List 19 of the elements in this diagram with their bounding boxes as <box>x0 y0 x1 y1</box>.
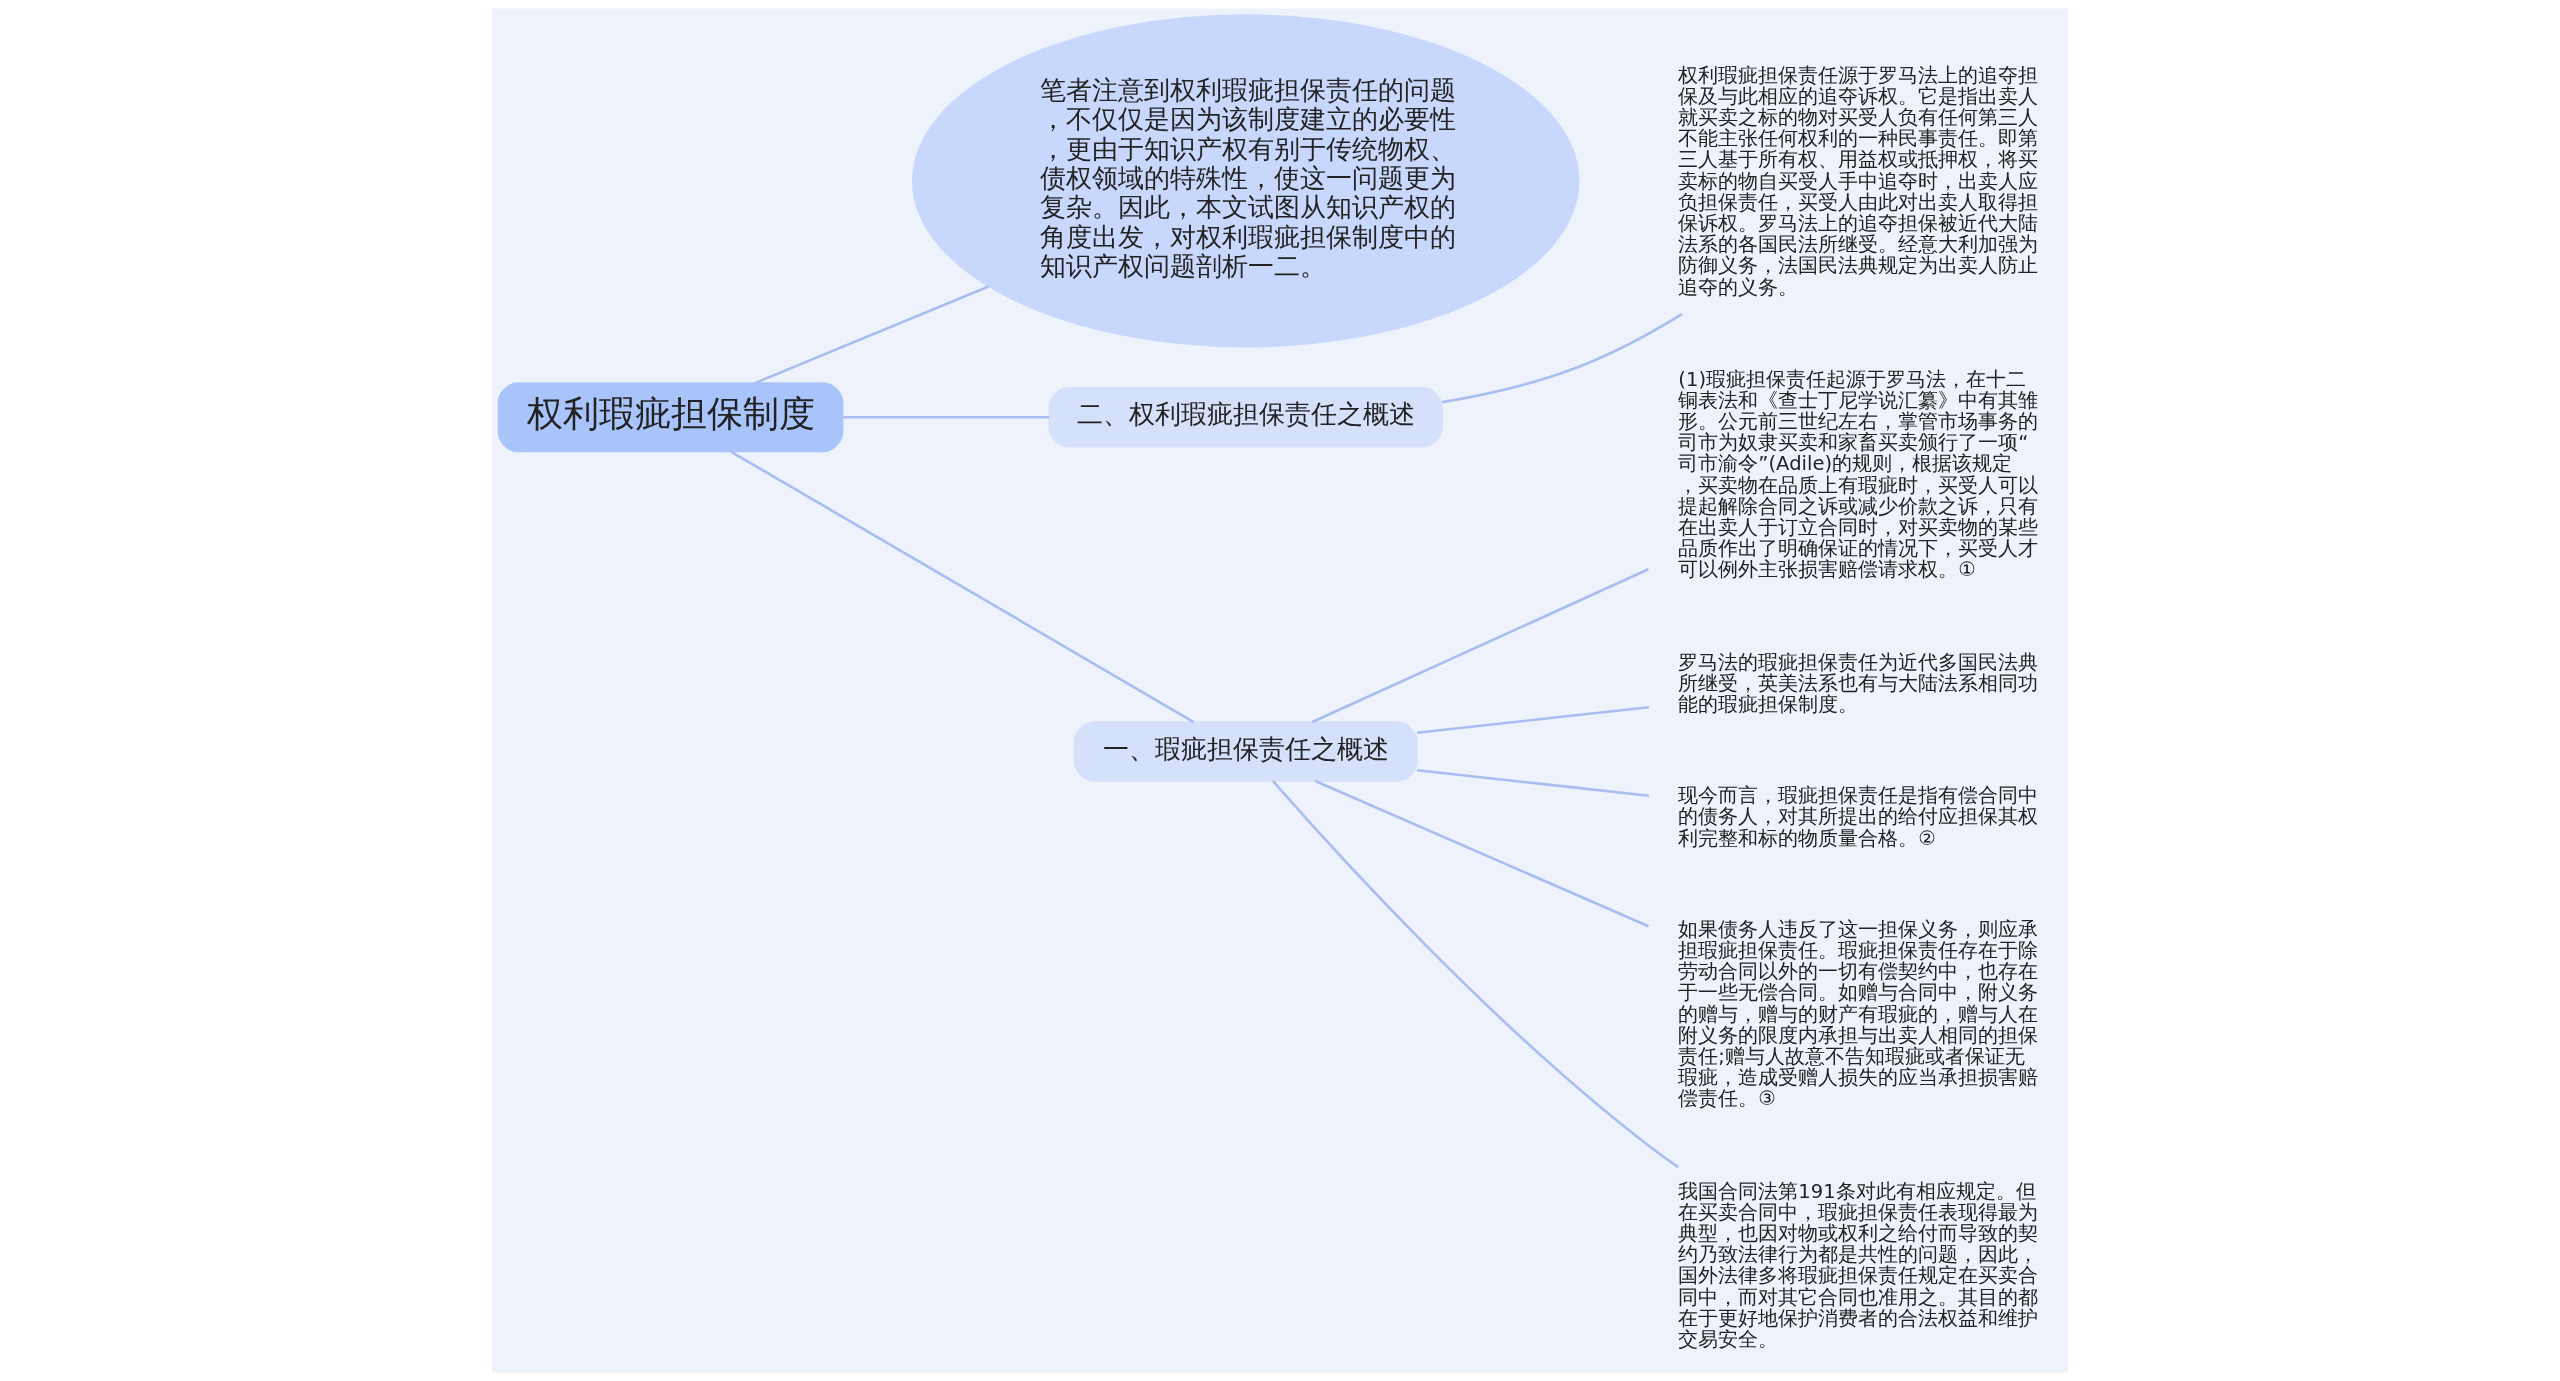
node-text: 我国合同法第191条对此有相应规定。但在买卖合同中，瑕疵担保责任表现得最为典型，也因对物或权利之给付而导致的契约乃致法律行为都是共性的问题，因此，国外法律多将瑕疵担保责任规定在买卖合同中，而对其它合同也准用之。其目的都在于更好地保护消费者的合法权益和维护交易安全。 <box>1678 1179 2039 1351</box>
connector <box>754 285 990 385</box>
connector <box>843 415 1050 419</box>
connector <box>1442 312 1683 404</box>
connector <box>1272 780 1679 1169</box>
node-text: 现今而言，瑕疵担保责任是指有偿合同中的债务人，对其所提出的给付应担保其权利完整和标的物质量合格。② <box>1678 784 2039 850</box>
connector <box>1416 705 1650 735</box>
node-text: (1)瑕疵担保责任起源于罗马法，在十二铜表法和《查士丁尼学说汇纂》中有其雏形。公元前三世纪左右，掌管市场事务的司市为奴隶买卖和家畜买卖颁行了一项“司市渝令”(Adile)的规则，根据该规定，买卖物在品质上有瑕疵时，买受人可以提起解除合同之诉或减少价款之诉，只有在出卖人于订立合同时，对买卖物的某些品质作出了明确保证的情况下，买受人才可以例外主张损害赔偿请求权。① <box>1678 367 2039 582</box>
node-ellipse: 笔者注意到权利瑕疵担保责任的问题，不仅仅是因为该制度建立的必要性，更由于知识产权有别于传统物权、债权领域的特殊性，使这一问题更为复杂。因此，本文试图从知识产权的角度出发，对权利瑕疵担保制度中的知识产权问题剖析一二。 <box>912 14 1580 348</box>
node-box: 一、瑕疵担保责任之概述 <box>1073 721 1418 782</box>
node-text: 权利瑕疵担保责任源于罗马法上的追夺担保及与此相应的追夺诉权。它是指出卖人就买卖之标的物对买受人负有任何第三人不能主张任何权利的一种民事责任。即第三人基于所有权、用益权或抵押权，将买卖标的物自买受人手中追夺时，出卖人应负担保责任，买受人由此对出卖人取得担保诉权。罗马法上的追夺担保被近代大陆法系的各国民法所继受。经意大利加强为防御义务，法国民法典规定为出卖人防止追夺的义务。 <box>1678 63 2039 299</box>
node-text: 罗马法的瑕疵担保责任为近代多国民法典所继受，英美法系也有与大陆法系相同功能的瑕疵担保制度。 <box>1678 650 2039 716</box>
node-box: 权利瑕疵担保制度 <box>497 382 844 453</box>
connector <box>1311 568 1649 724</box>
connector <box>1416 768 1650 798</box>
connector <box>730 450 1195 724</box>
node-box: 二、权利瑕疵担保责任之概述 <box>1048 387 1443 448</box>
node-text: 如果债务人违反了这一担保义务，则应承担瑕疵担保责任。瑕疵担保责任存在于除劳动合同以外的一切有偿契约中，也存在于一些无偿合同。如赠与合同中，附义务的赠与，赠与的财产有瑕疵的，赠与人在附义务的限度内承担与出卖人相同的担保责任;赠与人故意不告知瑕疵或者保证无瑕疵，造成受赠人损失的应当承担损害赔偿责任。③ <box>1678 917 2039 1111</box>
connector <box>1314 779 1649 928</box>
